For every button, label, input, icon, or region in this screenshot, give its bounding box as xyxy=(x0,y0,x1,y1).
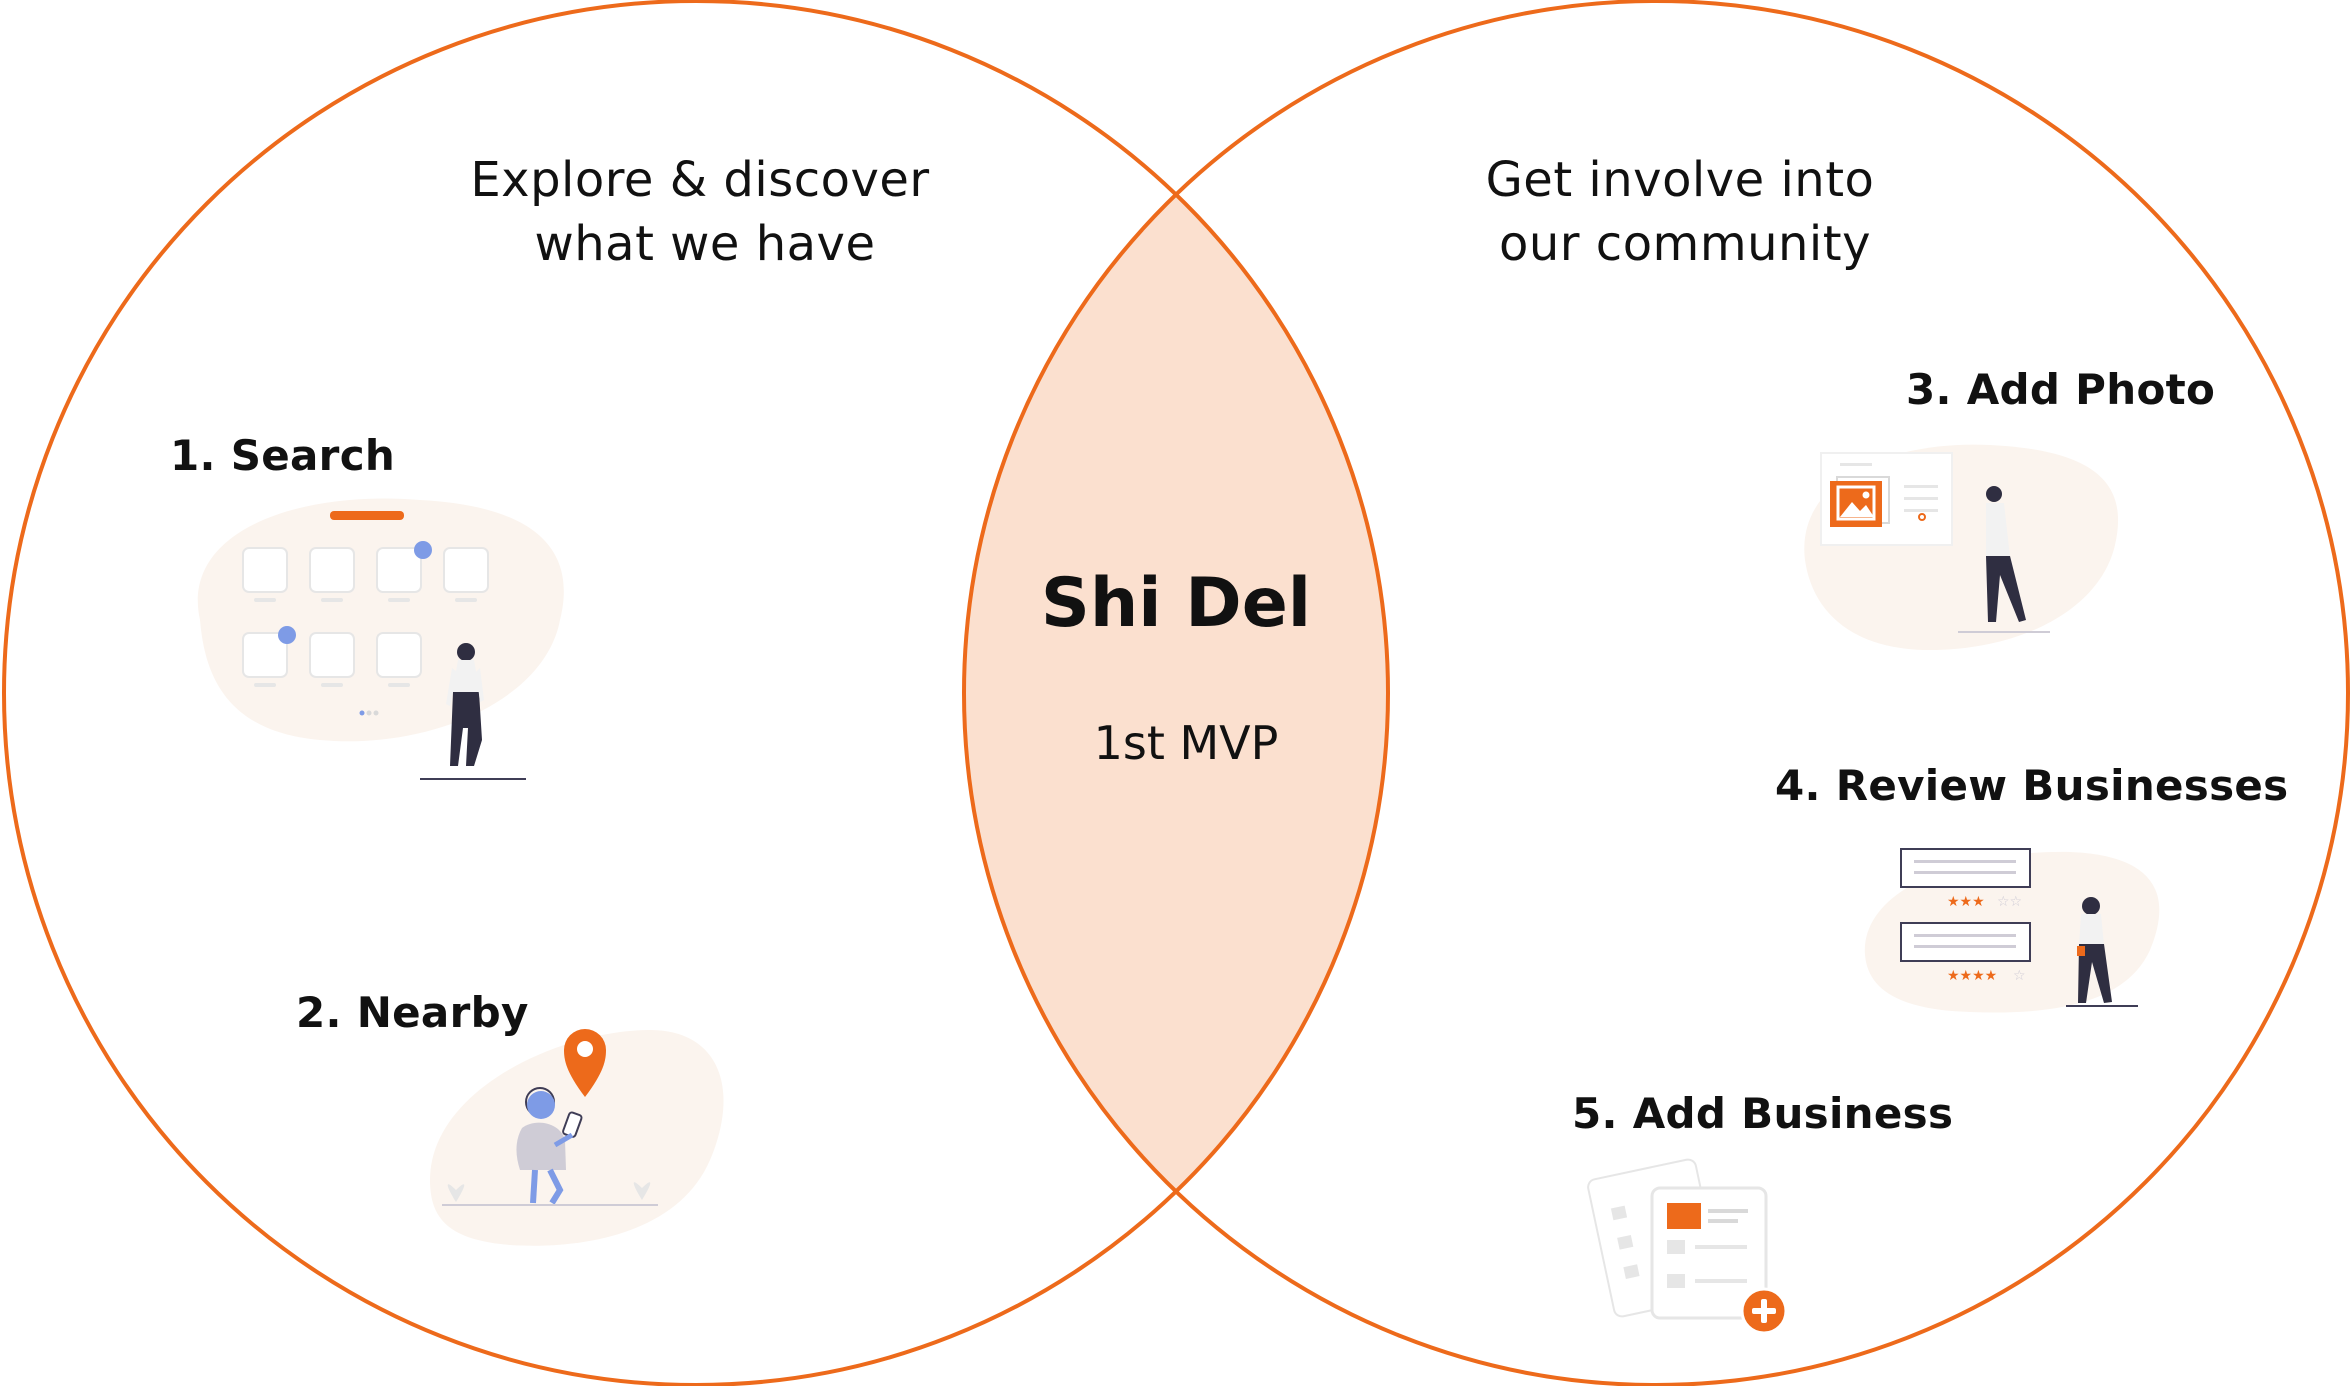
search-illustration xyxy=(197,498,564,780)
nearby-illustration xyxy=(430,1029,724,1246)
add-business-illustration xyxy=(1587,1158,1788,1335)
left-circle xyxy=(2,0,1390,1386)
right-heading-line1: Get involve into xyxy=(1485,152,1875,208)
feature-label-nearby: 2. Nearby xyxy=(296,988,529,1037)
left-heading-line1: Explore & discover xyxy=(470,152,930,208)
review-illustration: ★★★ ☆☆ ★★★★ ☆ xyxy=(1864,848,2160,1013)
center-title: Shi Del xyxy=(1040,564,1312,643)
right-circle xyxy=(962,0,2350,1386)
left-heading-line2: what we have xyxy=(534,216,876,272)
feature-label-add-photo: 3. Add Photo xyxy=(1906,365,2216,414)
right-heading-line2: our community xyxy=(1499,216,1871,272)
feature-label-search: 1. Search xyxy=(170,431,396,480)
add-photo-illustration xyxy=(1804,444,2119,650)
center-subtitle: 1st MVP xyxy=(1093,716,1279,770)
svg-text:☆: ☆ xyxy=(2013,968,2026,984)
svg-text:★★★: ★★★ xyxy=(1947,894,1985,910)
svg-text:☆☆: ☆☆ xyxy=(1997,894,2022,910)
feature-label-add-business: 5. Add Business xyxy=(1572,1089,1954,1138)
feature-label-review-businesses: 4. Review Businesses xyxy=(1775,761,2289,810)
svg-text:★★★★: ★★★★ xyxy=(1947,968,1997,984)
